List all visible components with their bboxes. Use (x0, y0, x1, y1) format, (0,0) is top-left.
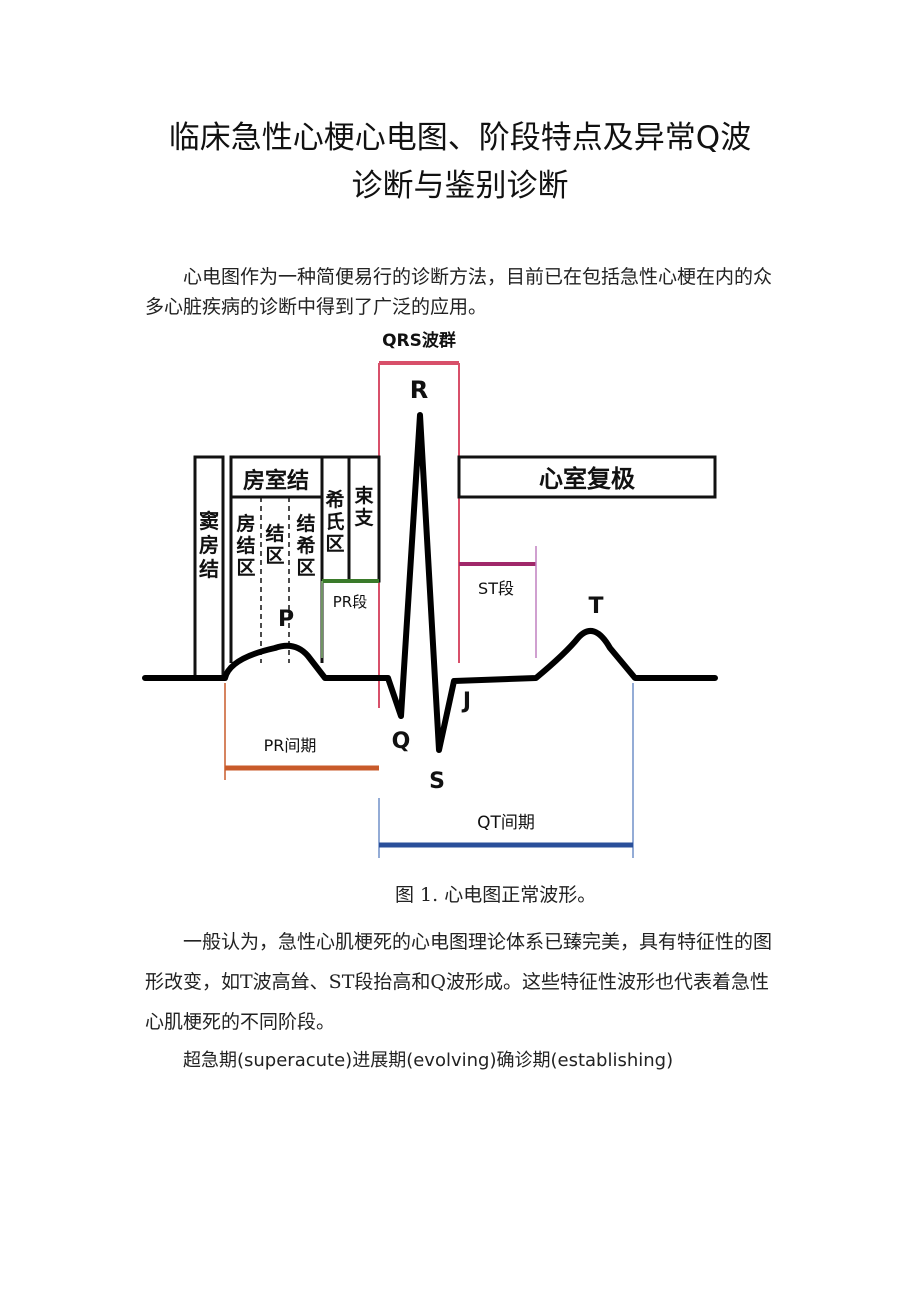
t-wave-label: T (588, 594, 603, 619)
stages-paragraph: 超急期(superacute)进展期(evolving)确诊期(establis… (183, 1050, 674, 1071)
qt-interval-label: QT间期 (477, 813, 535, 833)
atrionodal-region-label: 房结区 (236, 512, 255, 579)
q-wave-label: Q (392, 729, 411, 754)
body-paragraph: 一般认为，急性心肌梗死的心电图理论体系已臻完美，具有特征性的图形改变，如T波高耸… (145, 931, 773, 1033)
ecg-trace (142, 412, 718, 753)
qrs-complex-label: QRS波群 (382, 330, 456, 351)
document-title-line1: 临床急性心梗心电图、阶段特点及异常Q波 (168, 120, 752, 156)
nodal-region-label: 结区 (265, 522, 284, 567)
bundle-branch-label: 束支 (353, 485, 374, 529)
intro-paragraph: 心电图作为一种简便易行的诊断方法，目前已在包括急性心梗在内的众多心脏疾病的诊断中… (145, 266, 773, 318)
p-wave-label: P (278, 607, 294, 632)
st-segment-label: ST段 (478, 579, 514, 598)
document-title-line2: 诊断与鉴别诊断 (351, 168, 569, 204)
av-node-label: 房室结 (243, 468, 309, 494)
sa-node-label: 窦房结 (199, 509, 219, 581)
pr-interval-label: PR间期 (264, 736, 317, 755)
ventricular-repolarization-box (457, 455, 717, 499)
figure-caption: 图 1. 心电图正常波形。 (395, 884, 597, 906)
ecg-waveform-figure: QRS波群 心室复极 窦房结 房室结 房结区 结区 结希区 希氏区 (142, 330, 718, 858)
his-bundle-label: 希氏区 (325, 488, 344, 555)
pr-segment-label: PR段 (333, 593, 367, 611)
s-wave-label: S (429, 769, 445, 794)
j-point-label: J (461, 689, 471, 714)
nodal-his-region-label: 结希区 (296, 512, 315, 579)
r-wave-label: R (410, 376, 428, 404)
ventricular-repolarization-label: 心室复极 (539, 465, 635, 493)
